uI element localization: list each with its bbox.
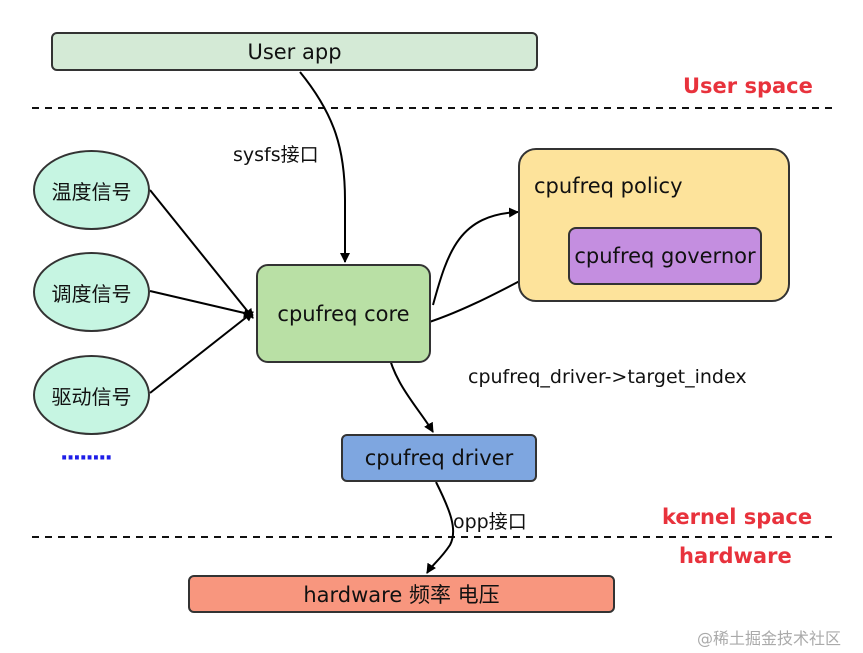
cpufreq-core-label: cpufreq core (277, 301, 410, 326)
user-space-label: User space (683, 74, 813, 98)
target-index-label: cpufreq_driver->target_index (468, 366, 747, 388)
scheduling-signal-label: 调度信号 (51, 281, 132, 306)
arrow-driver-signal-to-core (149, 311, 254, 394)
cpufreq-policy-label: cpufreq policy (534, 174, 683, 198)
sysfs-interface-label: sysfs接口 (233, 144, 319, 166)
temperature-signal-label: 温度信号 (51, 179, 132, 204)
arrow-core-to-policy (432, 207, 519, 306)
cpufreq-governor-label: cpufreq governor (574, 244, 756, 268)
driver-signal-node: 驱动信号 (33, 355, 150, 435)
watermark: @稀土掘金技术社区 (697, 629, 842, 648)
scheduling-signal-node: 调度信号 (33, 252, 150, 332)
hardware-zone-label: hardware (679, 544, 792, 568)
hardware-node: hardware 频率 电压 (188, 575, 615, 613)
cpufreq-core-node: cpufreq core (256, 264, 431, 363)
hardware-label: hardware 频率 电压 (303, 583, 500, 607)
arrow-userapp-to-core (299, 71, 350, 263)
cpufreq-driver-node: cpufreq driver (341, 434, 537, 482)
arrow-sched-signal-to-core (149, 290, 254, 318)
opp-interface-label: opp接口 (453, 511, 527, 533)
user-app-label: User app (247, 39, 342, 64)
kernel-space-label: kernel space (662, 505, 813, 529)
arrow-temp-signal-to-core (149, 189, 254, 319)
temperature-signal-node: 温度信号 (33, 150, 150, 230)
driver-signal-label: 驱动信号 (51, 384, 132, 409)
cpufreq-driver-label: cpufreq driver (364, 446, 514, 470)
cpufreq-governor-node: cpufreq governor (568, 227, 762, 285)
arrow-driver-to-hardware (426, 481, 455, 574)
more-signals-ellipsis: ········ (60, 446, 113, 471)
user-app-node: User app (51, 32, 538, 71)
